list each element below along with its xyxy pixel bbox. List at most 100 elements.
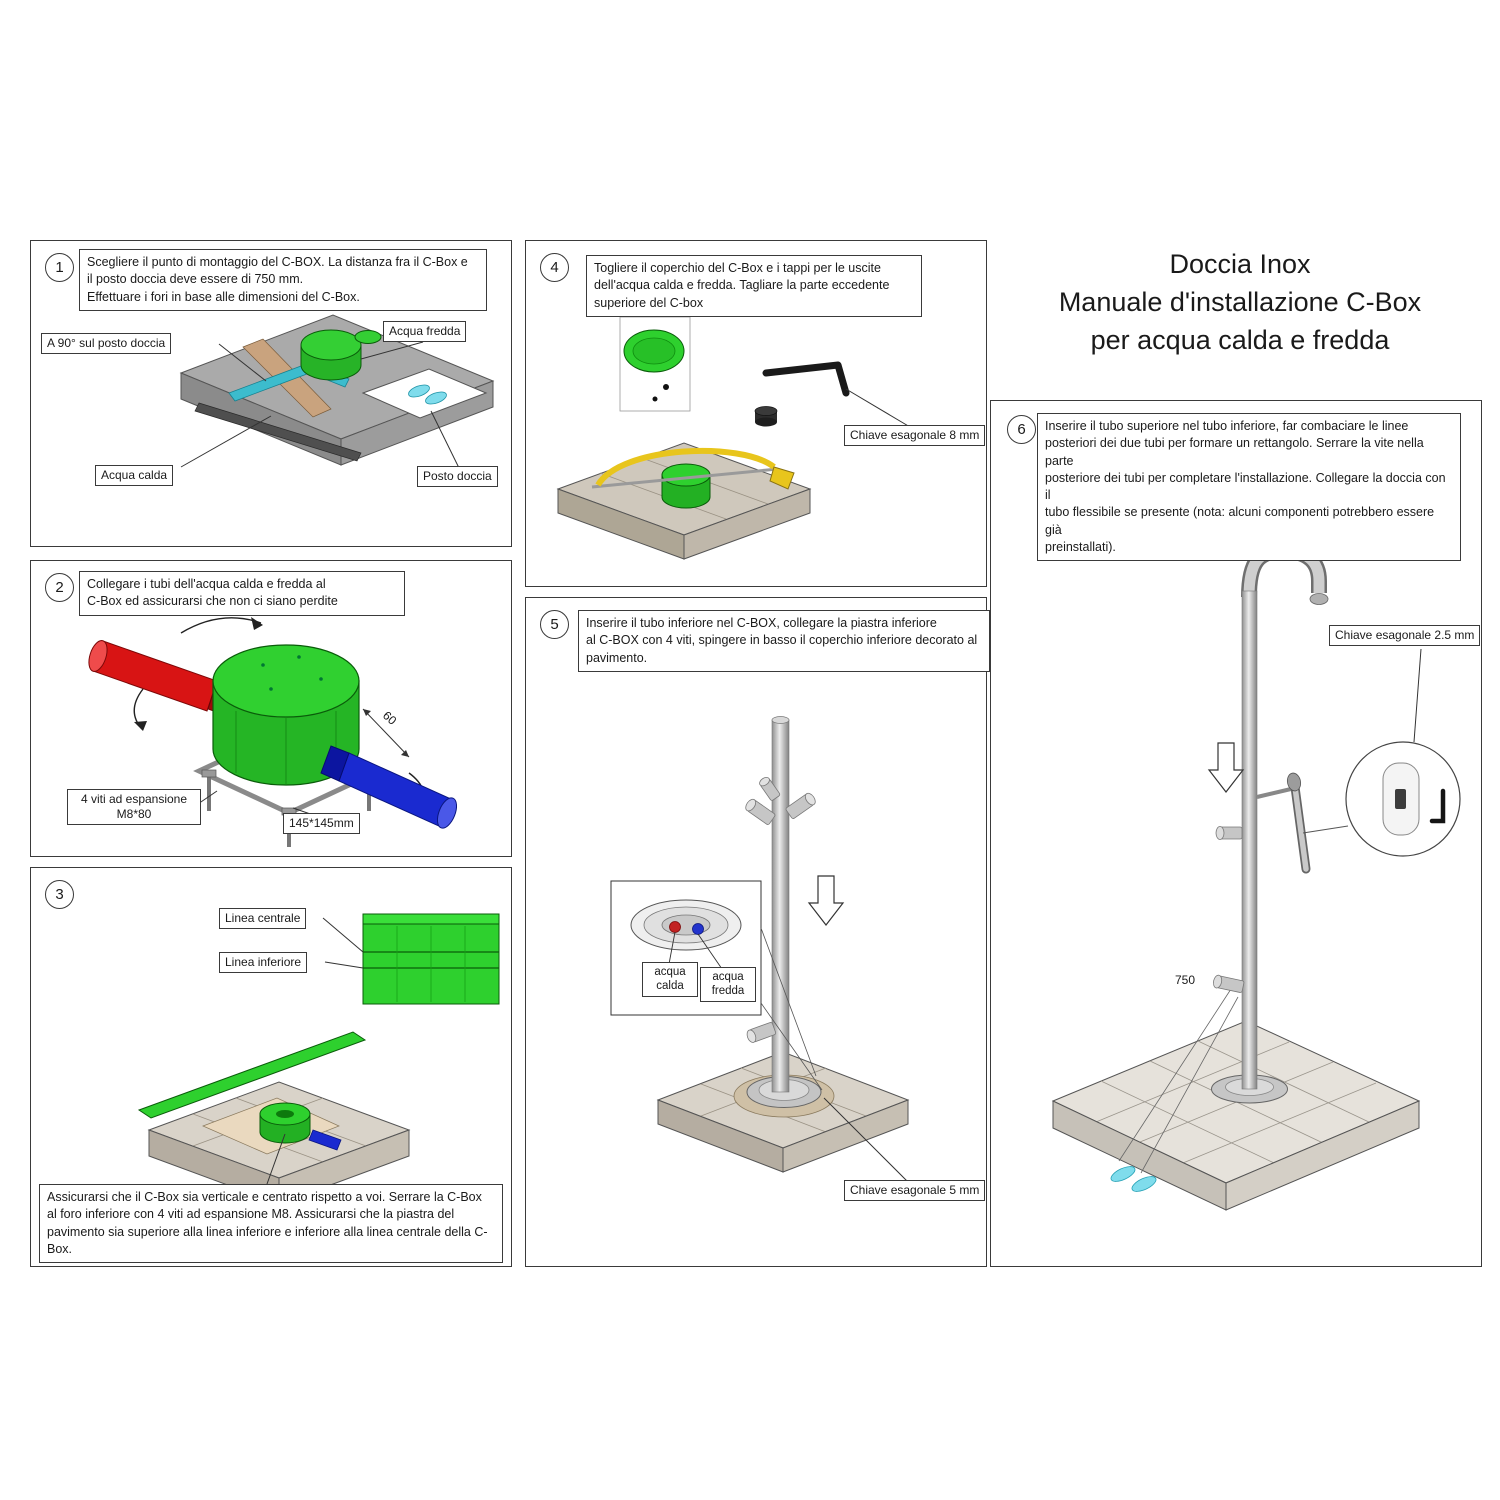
cap-dot	[663, 384, 669, 390]
saw-frame	[595, 447, 776, 487]
step5-number: 5	[540, 610, 569, 639]
down-arrow	[807, 875, 845, 926]
c-box-lid	[362, 913, 500, 925]
title-line-3: per acqua calda e fredda	[1090, 325, 1390, 355]
footprint-left	[408, 384, 430, 398]
title-line-1: Doccia Inox	[1169, 249, 1311, 279]
hand-shower-wand	[1292, 784, 1309, 872]
label-4-viti: 4 viti ad espansione M8*80	[67, 789, 201, 825]
step4-illustration	[556, 316, 911, 560]
step6-instruction: Inserire il tubo superiore nel tubo infe…	[1037, 413, 1461, 561]
hot-water-bar	[194, 402, 362, 462]
arrow-head	[134, 721, 147, 731]
joint-screw-slot	[1395, 789, 1406, 809]
leader-line	[845, 388, 911, 428]
leader-line	[430, 410, 460, 469]
leader-line	[218, 343, 267, 382]
wand-holder	[1256, 787, 1292, 799]
label-linea-inferiore: Linea inferiore	[219, 952, 308, 973]
saw-handle	[769, 466, 795, 490]
floor-right	[1225, 1100, 1420, 1211]
outlet-cap	[754, 406, 778, 427]
c-box-top	[212, 644, 360, 718]
connector-stub	[746, 1022, 777, 1043]
step6-panel: 6 Inserire il tubo superiore nel tubo in…	[990, 400, 1482, 1267]
rotation-arrow	[180, 617, 262, 634]
step4-number: 4	[540, 253, 569, 282]
step3-number: 3	[45, 880, 74, 909]
step1-illustration	[179, 314, 495, 469]
c-box-cover-inner	[632, 337, 676, 365]
step3-panel: 3 Linea centrale Linea inferiore Assicur…	[30, 867, 512, 1267]
step5-instruction: Inserire il tubo inferiore nel C-BOX, co…	[578, 610, 990, 672]
label-acqua-calda: acqua calda	[642, 962, 698, 997]
bolt-head	[201, 769, 217, 778]
label-chiave-5mm: Chiave esagonale 5 mm	[844, 1180, 986, 1201]
c-box-cap	[354, 330, 382, 344]
footprint-left	[1110, 1166, 1136, 1182]
label-acqua-fredda: Acqua fredda	[383, 321, 467, 342]
allen-key-small	[1429, 788, 1446, 824]
step2-panel: 2 Collegare i tubi dell'acqua calda e fr…	[30, 560, 512, 857]
footprint-right	[425, 391, 447, 405]
cold-pipe-stub	[308, 1129, 342, 1151]
c-box-hole	[276, 1110, 294, 1118]
footprint-right	[1131, 1176, 1157, 1192]
label-750: 750	[1175, 973, 1196, 987]
mixer-knob-end	[1215, 826, 1225, 840]
dim-arrow	[401, 750, 409, 757]
step4-instruction: Togliere il coperchio del C-Box e i tapp…	[586, 255, 922, 317]
hot-pipe-end	[88, 640, 108, 672]
step3-illustration	[137, 913, 500, 1205]
step2-number: 2	[45, 573, 74, 602]
step3-instruction: Assicurarsi che il C-Box sia verticale e…	[39, 1184, 503, 1263]
label-chiave-2-5mm: Chiave esagonale 2.5 mm	[1329, 625, 1481, 646]
label-chiave-8mm: Chiave esagonale 8 mm	[844, 425, 986, 446]
hand-shower-head	[1286, 772, 1302, 792]
shower-head	[1309, 593, 1329, 605]
allen-key	[762, 361, 850, 397]
step5-illustration	[610, 716, 911, 1185]
leader-line	[324, 961, 364, 969]
dimension-line-750	[1140, 996, 1239, 1174]
c-box-markings	[261, 655, 323, 691]
shower-column-tube	[1241, 590, 1258, 1090]
step5-panel: 5 Inserire il tubo inferiore nel C-BOX, …	[525, 597, 990, 1267]
dimension-line	[362, 708, 410, 758]
connector-stub	[745, 798, 776, 825]
detail-link-line	[760, 1002, 823, 1091]
connector-stub	[785, 792, 816, 819]
lower-connector	[1213, 974, 1245, 993]
title-line-2: Manuale d'installazione C-Box	[1058, 287, 1422, 317]
lower-tube	[771, 719, 790, 1093]
detail-link-line	[760, 927, 817, 1077]
leader-line	[697, 933, 723, 970]
cold-outlet-dot	[692, 923, 704, 935]
label-acqua-fredda: acqua fredda	[700, 967, 756, 1002]
step2-illustration	[88, 617, 458, 847]
label-linea-centrale: Linea centrale	[219, 908, 307, 929]
leader-line	[668, 931, 676, 965]
page-title: Doccia Inox Manuale d'installazione C-Bo…	[1015, 245, 1465, 359]
tube-top	[771, 716, 790, 724]
hot-water-pipe	[92, 640, 218, 712]
label-a90-posto-doccia: A 90° sul posto doccia	[41, 333, 172, 354]
step1-instruction: Scegliere il punto di montaggio del C-BO…	[79, 249, 487, 311]
label-acqua-calda: Acqua calda	[95, 465, 174, 486]
leader-line	[180, 415, 272, 468]
label-145mm: 145*145mm	[283, 813, 360, 834]
leader-line	[360, 341, 424, 360]
arrow-head	[251, 617, 263, 630]
label-posto-doccia: Posto doccia	[417, 466, 498, 487]
connector-stub	[759, 776, 781, 801]
step1-number: 1	[45, 253, 74, 282]
dimension-line-750	[1118, 988, 1232, 1162]
level-bar	[137, 1031, 367, 1119]
step1-panel: 1 Scegliere il punto di montaggio del C-…	[30, 240, 512, 547]
hot-outlet-dot	[669, 921, 681, 933]
leader-line	[322, 917, 364, 953]
leader-line	[266, 1133, 286, 1185]
cold-pipe-end	[436, 797, 458, 829]
cold-pipe-collar	[320, 745, 350, 782]
